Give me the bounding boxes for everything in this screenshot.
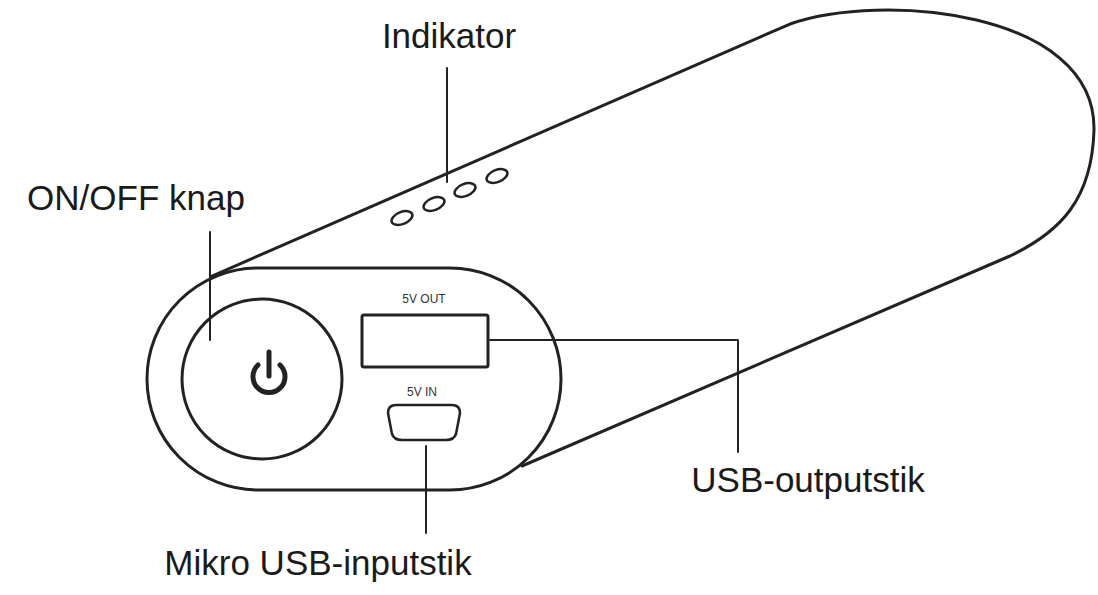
- part-label: Mikro USB-inputstik: [164, 545, 471, 580]
- part-label: ON/OFF knap: [27, 180, 245, 215]
- port-marking: 5V OUT: [402, 293, 445, 305]
- indicator-leds: [390, 166, 510, 227]
- body-outline: [212, 10, 1094, 466]
- usb-a-port: [362, 315, 488, 367]
- part-label: Indikator: [382, 18, 516, 53]
- port-marking: 5V IN: [407, 386, 437, 398]
- part-label: USB-outputstik: [691, 462, 924, 497]
- micro-usb-port: [388, 405, 460, 440]
- power-symbol: [253, 352, 285, 393]
- power-button: [182, 299, 342, 459]
- leader-lines: [210, 68, 738, 533]
